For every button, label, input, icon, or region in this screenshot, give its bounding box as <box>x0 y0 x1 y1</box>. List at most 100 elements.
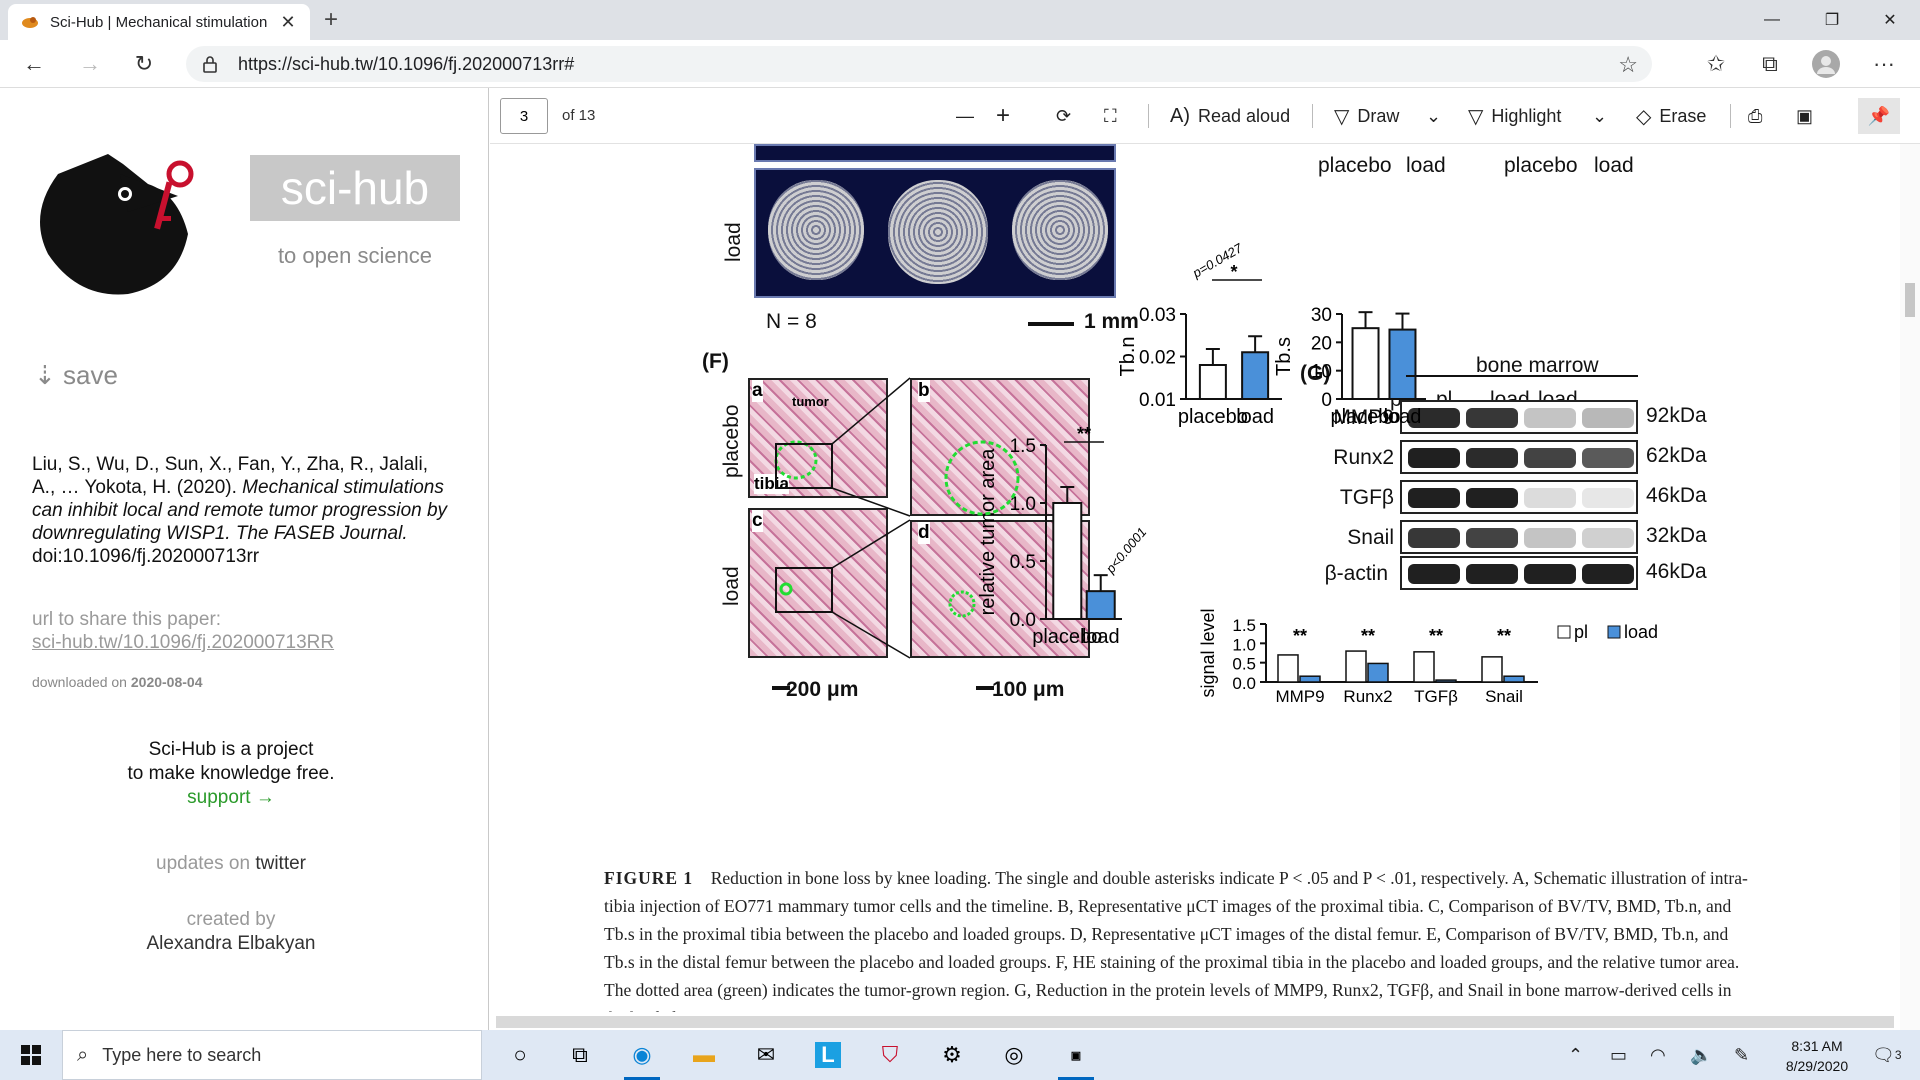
page-number-input[interactable]: 3 <box>500 98 548 134</box>
highlight-button[interactable]: ▽Highlight <box>1468 102 1561 130</box>
settings-more-button[interactable]: ··· <box>1873 51 1895 76</box>
blot-band <box>1408 564 1460 584</box>
project-info: Sci-Hub is a project to make knowledge f… <box>0 738 462 810</box>
blot-band <box>1408 528 1460 548</box>
scihub-sidebar: sci-hub to open science ⇣ save Liu, S., … <box>0 88 489 1030</box>
created-info: created by Alexandra Elbakyan <box>0 908 462 956</box>
forward-button[interactable]: → <box>79 51 101 76</box>
blot-band <box>1408 448 1460 468</box>
blot-band <box>1524 408 1576 428</box>
pin-toolbar-icon[interactable]: 📌 <box>1858 98 1900 134</box>
axis-label-placebo-e1: placebo <box>1318 154 1392 177</box>
file-explorer-icon[interactable]: ▬ <box>693 1042 715 1067</box>
save-icon[interactable]: ▣ <box>1796 105 1814 126</box>
fit-page-icon[interactable]: ⛶ <box>1104 105 1117 126</box>
chart-bar <box>1481 656 1503 683</box>
sample-size: N = 8 <box>766 310 817 333</box>
support-link[interactable]: support → <box>187 787 275 808</box>
significance-marker: * <box>1230 262 1237 282</box>
blot-band <box>1582 488 1634 508</box>
chart-bar <box>1299 675 1321 683</box>
reload-button[interactable]: ↻ <box>134 51 154 76</box>
cortana-icon[interactable]: ○ <box>513 1042 527 1067</box>
read-aloud-button[interactable]: A)Read aloud <box>1170 102 1290 130</box>
avatar-icon <box>1812 50 1840 78</box>
citation: Liu, S., Wu, D., Sun, X., Fan, Y., Zha, … <box>32 453 452 568</box>
toolbar-divider <box>1312 104 1313 128</box>
draw-options-chevron-down-icon[interactable]: ⌄ <box>1426 105 1442 126</box>
chart-tick-label: 0.5 <box>1010 552 1036 573</box>
clock-time: 8:31 AM <box>1791 1038 1843 1054</box>
share-url-link[interactable]: sci-hub.tw/10.1096/fj.202000713RR <box>32 632 335 653</box>
mcafee-icon[interactable]: ⛉ <box>881 1042 899 1067</box>
blot-protein-label: Runx2 <box>1333 446 1394 469</box>
minimize-button[interactable]: — <box>1764 11 1780 28</box>
toolbar-divider <box>1148 104 1149 128</box>
blot-band <box>1466 488 1518 508</box>
url-text: https://sci-hub.tw/10.1096/fj.202000713r… <box>238 53 575 74</box>
notification-center-icon[interactable]: 🗨3 <box>1872 1044 1902 1065</box>
uct-bone-image <box>888 180 988 284</box>
close-window-button[interactable]: ✕ <box>1883 12 1897 29</box>
chart-bar <box>1241 351 1270 400</box>
battery-icon[interactable]: ▭ <box>1610 1044 1628 1065</box>
pen-icon[interactable]: ✎ <box>1734 1044 1750 1065</box>
significance-marker: ** <box>1497 626 1511 646</box>
favorite-star-icon[interactable]: ☆ <box>1618 52 1638 77</box>
zoom-out-button[interactable]: — <box>956 105 974 126</box>
ngu-app-icon[interactable]: ▣ <box>1052 1034 1100 1080</box>
search-icon: ⌕ <box>77 1043 89 1066</box>
blot-band <box>1524 448 1576 468</box>
horizontal-scrollbar[interactable] <box>496 1016 1894 1028</box>
system-clock[interactable]: 8:31 AM 8/29/2020 <box>1770 1036 1864 1076</box>
blot-band <box>1408 408 1460 428</box>
blot-kda-label: 92kDa <box>1646 404 1707 427</box>
zoom-connector-line <box>831 611 911 659</box>
collections-icon[interactable]: ⧉ <box>1762 51 1778 76</box>
volume-icon[interactable]: 🔈 <box>1690 1044 1713 1065</box>
lexicon-app-icon[interactable]: L <box>804 1034 852 1076</box>
zoom-in-button[interactable]: + <box>996 102 1011 129</box>
edge-browser-icon[interactable]: ◉ <box>618 1034 666 1080</box>
blot-band <box>1582 408 1634 428</box>
wifi-icon[interactable]: ◠ <box>1650 1044 1666 1065</box>
lock-icon <box>203 56 217 73</box>
chart-bar <box>1052 502 1083 620</box>
taskbar-search-input[interactable]: ⌕Type here to search <box>62 1030 482 1080</box>
task-view-icon[interactable]: ⧉ <box>572 1042 588 1067</box>
vertical-scrollbar[interactable] <box>1900 144 1920 1030</box>
chart-tick-label: 0.0 <box>1010 610 1036 631</box>
pdf-viewer: 3 of 13 — + ⟳ ⛶ A)Read aloud ▽Draw ⌄ ▽Hi… <box>490 88 1920 1030</box>
zoom-connector-line <box>831 487 911 517</box>
draw-button[interactable]: ▽Draw <box>1334 102 1399 130</box>
print-icon[interactable]: ⎙ <box>1748 105 1763 126</box>
profile-avatar[interactable] <box>1810 48 1842 80</box>
save-link[interactable]: ⇣ save <box>34 360 118 390</box>
uct-bone-image <box>768 180 864 280</box>
new-tab-button[interactable]: + <box>323 6 338 33</box>
rotate-icon[interactable]: ⟳ <box>1056 105 1072 126</box>
mail-icon[interactable]: ✉ <box>756 1042 776 1067</box>
show-hidden-icons-chevron-up-icon[interactable]: ⌃ <box>1568 1044 1584 1065</box>
favorites-icon[interactable]: ✩ <box>1706 51 1726 76</box>
chart-tick-label: 1.5 <box>1232 616 1256 635</box>
chart-bar <box>1388 328 1417 400</box>
chart-tick-label: 20 <box>1311 333 1332 354</box>
tab-close-icon[interactable]: ✕ <box>280 11 296 32</box>
scale-label-1mm: 1 mm <box>1084 310 1139 333</box>
scale-bar <box>976 686 994 690</box>
blot-band <box>1582 564 1634 584</box>
scrollbar-thumb[interactable] <box>1905 283 1915 317</box>
address-bar[interactable]: https://sci-hub.tw/10.1096/fj.202000713r… <box>186 46 1652 82</box>
restore-button[interactable]: ❐ <box>1824 12 1840 29</box>
twitter-link[interactable]: twitter <box>255 853 306 874</box>
chart-y-label: relative tumor area <box>977 448 999 616</box>
erase-button[interactable]: ◇Erase <box>1636 102 1706 130</box>
blot-kda-label: 62kDa <box>1646 444 1707 467</box>
settings-gear-icon[interactable]: ⚙ <box>942 1042 962 1067</box>
browser-tab[interactable]: Sci-Hub | Mechanical stimulation ✕ <box>8 4 310 40</box>
back-button[interactable]: ← <box>23 51 45 76</box>
steam-icon[interactable]: ◎ <box>1004 1042 1024 1067</box>
start-button[interactable] <box>0 1030 62 1080</box>
highlight-options-chevron-down-icon[interactable]: ⌄ <box>1592 105 1608 126</box>
